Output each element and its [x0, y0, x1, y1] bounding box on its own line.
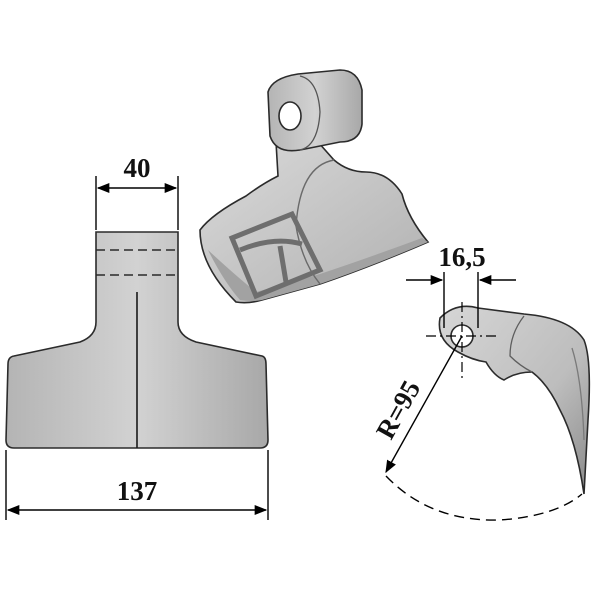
dimension-line-radius [385, 335, 463, 474]
perspective-view [199, 69, 430, 304]
perspective-blade-edge [208, 238, 428, 301]
perspective-bolt-hole [278, 101, 302, 131]
manufacturer-mark [228, 210, 324, 300]
dimension-label-40: 40 [124, 153, 151, 183]
side-view: 16,5 R=95 [370, 242, 591, 521]
swing-radius-arc [385, 475, 583, 521]
dimension-label-137: 137 [117, 476, 158, 506]
perspective-hub-rim [299, 75, 321, 151]
front-view: 40 137 [5, 153, 269, 520]
side-view-hook [438, 305, 591, 495]
dimension-label-bore: 16,5 [438, 242, 485, 272]
dimension-label-radius: R=95 [370, 375, 426, 444]
side-view-hook-inner-edge [509, 315, 533, 373]
side-view-hook-back-edge [571, 347, 585, 441]
